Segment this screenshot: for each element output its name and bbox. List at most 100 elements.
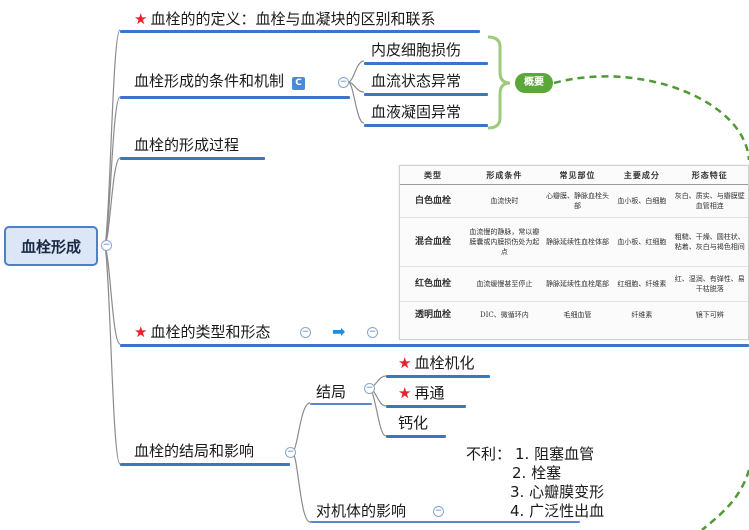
conditions-collapse-toggle[interactable]: − xyxy=(338,77,349,88)
branch-outcome[interactable]: 血栓的结局和影响 xyxy=(134,442,254,460)
table-cell: 混合血栓 xyxy=(400,217,467,267)
effect-list-item: 4. 广泛性出血 xyxy=(510,502,605,520)
fate-item-recanalization[interactable]: ★再通 xyxy=(398,384,444,402)
table-row: 白色血栓 血流快时 心瓣膜、静脉血栓头部 血小板、白细胞 灰白、质实、与瓣膜壁血… xyxy=(400,185,748,218)
condition-item-1[interactable]: 内皮细胞损伤 xyxy=(371,41,461,59)
star-icon: ★ xyxy=(134,10,148,28)
effect-list-item: 3. 心瓣膜变形 xyxy=(510,483,605,501)
star-icon: ★ xyxy=(398,354,412,372)
table-cell: 灰白、质实、与瓣膜壁血管相连 xyxy=(674,192,745,210)
branch-types-label: 血栓的类型和形态 xyxy=(150,323,271,341)
branch-conditions-label: 血栓形成的条件和机制 xyxy=(134,72,285,90)
star-icon: ★ xyxy=(398,384,412,402)
connector-root-outcome xyxy=(103,245,121,465)
connector-outcome-fate xyxy=(291,402,311,453)
connector-conditions-c1 xyxy=(347,60,365,83)
table-cell: 纤维素 xyxy=(612,301,672,328)
table-cell: 透明血栓 xyxy=(400,301,467,328)
fate-item-calcification-underline xyxy=(386,435,446,438)
connector-conditions-c3 xyxy=(347,81,365,124)
root-label: 血栓形成 xyxy=(20,237,81,256)
outcome-collapse-toggle[interactable]: − xyxy=(285,447,296,458)
table-cell: 红、湿润、有弹性、易干枯脱落 xyxy=(671,266,748,302)
condition-item-3-label: 血液凝固异常 xyxy=(371,103,462,121)
table-header-cell: 常见部位 xyxy=(542,166,613,185)
effect-label: 对机体的影响 xyxy=(316,502,407,520)
table-cell: 心瓣膜、静脉血栓头部 xyxy=(545,192,609,210)
table-header-cell: 形态特征 xyxy=(671,166,748,185)
connector-outcome-effect xyxy=(291,451,311,523)
summary-brace xyxy=(487,35,511,130)
effect-note-prefix: 不利： xyxy=(466,445,512,463)
fate-item-organization-underline xyxy=(386,375,490,378)
table-cell: 血小板、白细胞 xyxy=(617,197,667,205)
table-cell: 血小板、红细胞 xyxy=(612,217,672,267)
condition-item-3-underline xyxy=(364,124,488,127)
table-cell: 血流慢的静脉，常以瓣膜囊或内膜损伤处为起点 xyxy=(466,217,543,267)
fate-collapse-toggle[interactable]: − xyxy=(364,383,375,394)
condition-item-3[interactable]: 血液凝固异常 xyxy=(371,103,461,121)
effect-node[interactable]: 对机体的影响 xyxy=(316,502,406,520)
fate-item-recanalization-underline xyxy=(386,405,466,408)
table-cell: 粗糙、干燥、圆柱状、粘着、灰白与褐色相间 xyxy=(671,217,748,267)
root-collapse-toggle[interactable]: − xyxy=(101,240,112,251)
table-cell: 毛细血管 xyxy=(542,301,613,328)
effect-collapse-toggle[interactable]: − xyxy=(433,506,444,517)
thrombus-types-table: 类型 形成条件 常见部位 主要成分 形态特征 白色血栓 血流快时 心瓣膜、静脉血… xyxy=(399,165,749,340)
table-cell: 红色血栓 xyxy=(400,266,467,302)
table-cell: 血流缓慢甚至停止 xyxy=(466,266,543,302)
branch-definition-underline xyxy=(120,30,480,33)
summary-dashed-curve xyxy=(553,75,749,161)
condition-item-1-underline xyxy=(364,62,488,65)
table-header-cell: 类型 xyxy=(400,166,467,185)
table-cell: 静脉延续性血栓尾部 xyxy=(542,266,613,302)
types-image-collapse-toggle[interactable]: − xyxy=(367,327,378,338)
branch-process-underline xyxy=(120,157,265,160)
table-cell: 镜下可辨 xyxy=(671,301,748,328)
branch-outcome-label: 血栓的结局和影响 xyxy=(134,442,255,460)
fate-item-organization[interactable]: ★血栓机化 xyxy=(398,354,474,372)
fate-label: 结局 xyxy=(316,383,347,401)
branch-process-label: 血栓的形成过程 xyxy=(134,136,240,154)
table-cell: DIC、微循环内 xyxy=(466,301,543,328)
types-collapse-toggle[interactable]: − xyxy=(300,327,311,338)
c-badge-icon: C xyxy=(292,77,306,90)
condition-item-1-label: 内皮细胞损伤 xyxy=(371,41,462,59)
branch-conditions[interactable]: 血栓形成的条件和机制 C xyxy=(134,72,306,90)
table-cell: 血流快时 xyxy=(490,197,519,205)
fate-item-calcification[interactable]: 钙化 xyxy=(398,414,428,432)
condition-item-2-underline xyxy=(364,93,488,96)
condition-item-2-label: 血流状态异常 xyxy=(371,72,462,90)
table-row: 红色血栓 血流缓慢甚至停止 静脉延续性血栓尾部 红细胞、纤维素 红、湿润、有弹性… xyxy=(400,266,748,302)
condition-item-2[interactable]: 血流状态异常 xyxy=(371,72,461,90)
branch-types-underline xyxy=(120,344,749,347)
branch-conditions-underline xyxy=(120,96,350,99)
connector-fate-c3 xyxy=(367,387,387,437)
branch-types[interactable]: ★血栓的类型和形态 xyxy=(134,323,270,341)
fate-item-organization-label: 血栓机化 xyxy=(414,354,475,372)
effect-underline xyxy=(310,521,580,523)
fate-item-recanalization-label: 再通 xyxy=(414,384,445,402)
fate-underline xyxy=(310,403,372,405)
table-cell: 红细胞、纤维素 xyxy=(612,266,672,302)
summary-badge[interactable]: 概要 xyxy=(515,73,553,93)
summary-dashed-curve-lower xyxy=(701,469,749,530)
table-header-cell: 形成条件 xyxy=(466,166,543,185)
root-node[interactable]: 血栓形成 xyxy=(4,226,98,266)
connector-root-definition xyxy=(103,29,121,247)
fate-item-calcification-label: 钙化 xyxy=(398,414,429,432)
table-row: 混合血栓 血流慢的静脉，常以瓣膜囊或内膜损伤处为起点 静脉延续性血栓体部 血小板… xyxy=(400,217,748,267)
arrow-right-icon: ➡ xyxy=(332,322,346,341)
table-header-cell: 主要成分 xyxy=(612,166,672,185)
effect-list-item: 2. 栓塞 xyxy=(512,464,562,482)
table-row: 透明血栓 DIC、微循环内 毛细血管 纤维素 镜下可辨 xyxy=(400,301,748,328)
effect-list-item: 1. 阻塞血管 xyxy=(515,445,595,463)
branch-process[interactable]: 血栓的形成过程 xyxy=(134,136,239,154)
fate-node[interactable]: 结局 xyxy=(316,383,346,401)
branch-definition[interactable]: ★血栓的的定义：血栓与血凝块的区别和联系 xyxy=(134,10,435,28)
table-cell: 白色血栓 xyxy=(415,196,452,206)
table-header-row: 类型 形成条件 常见部位 主要成分 形态特征 xyxy=(400,166,748,185)
branch-outcome-underline xyxy=(120,463,290,466)
table-cell: 静脉延续性血栓体部 xyxy=(542,217,613,267)
star-icon: ★ xyxy=(134,323,148,341)
